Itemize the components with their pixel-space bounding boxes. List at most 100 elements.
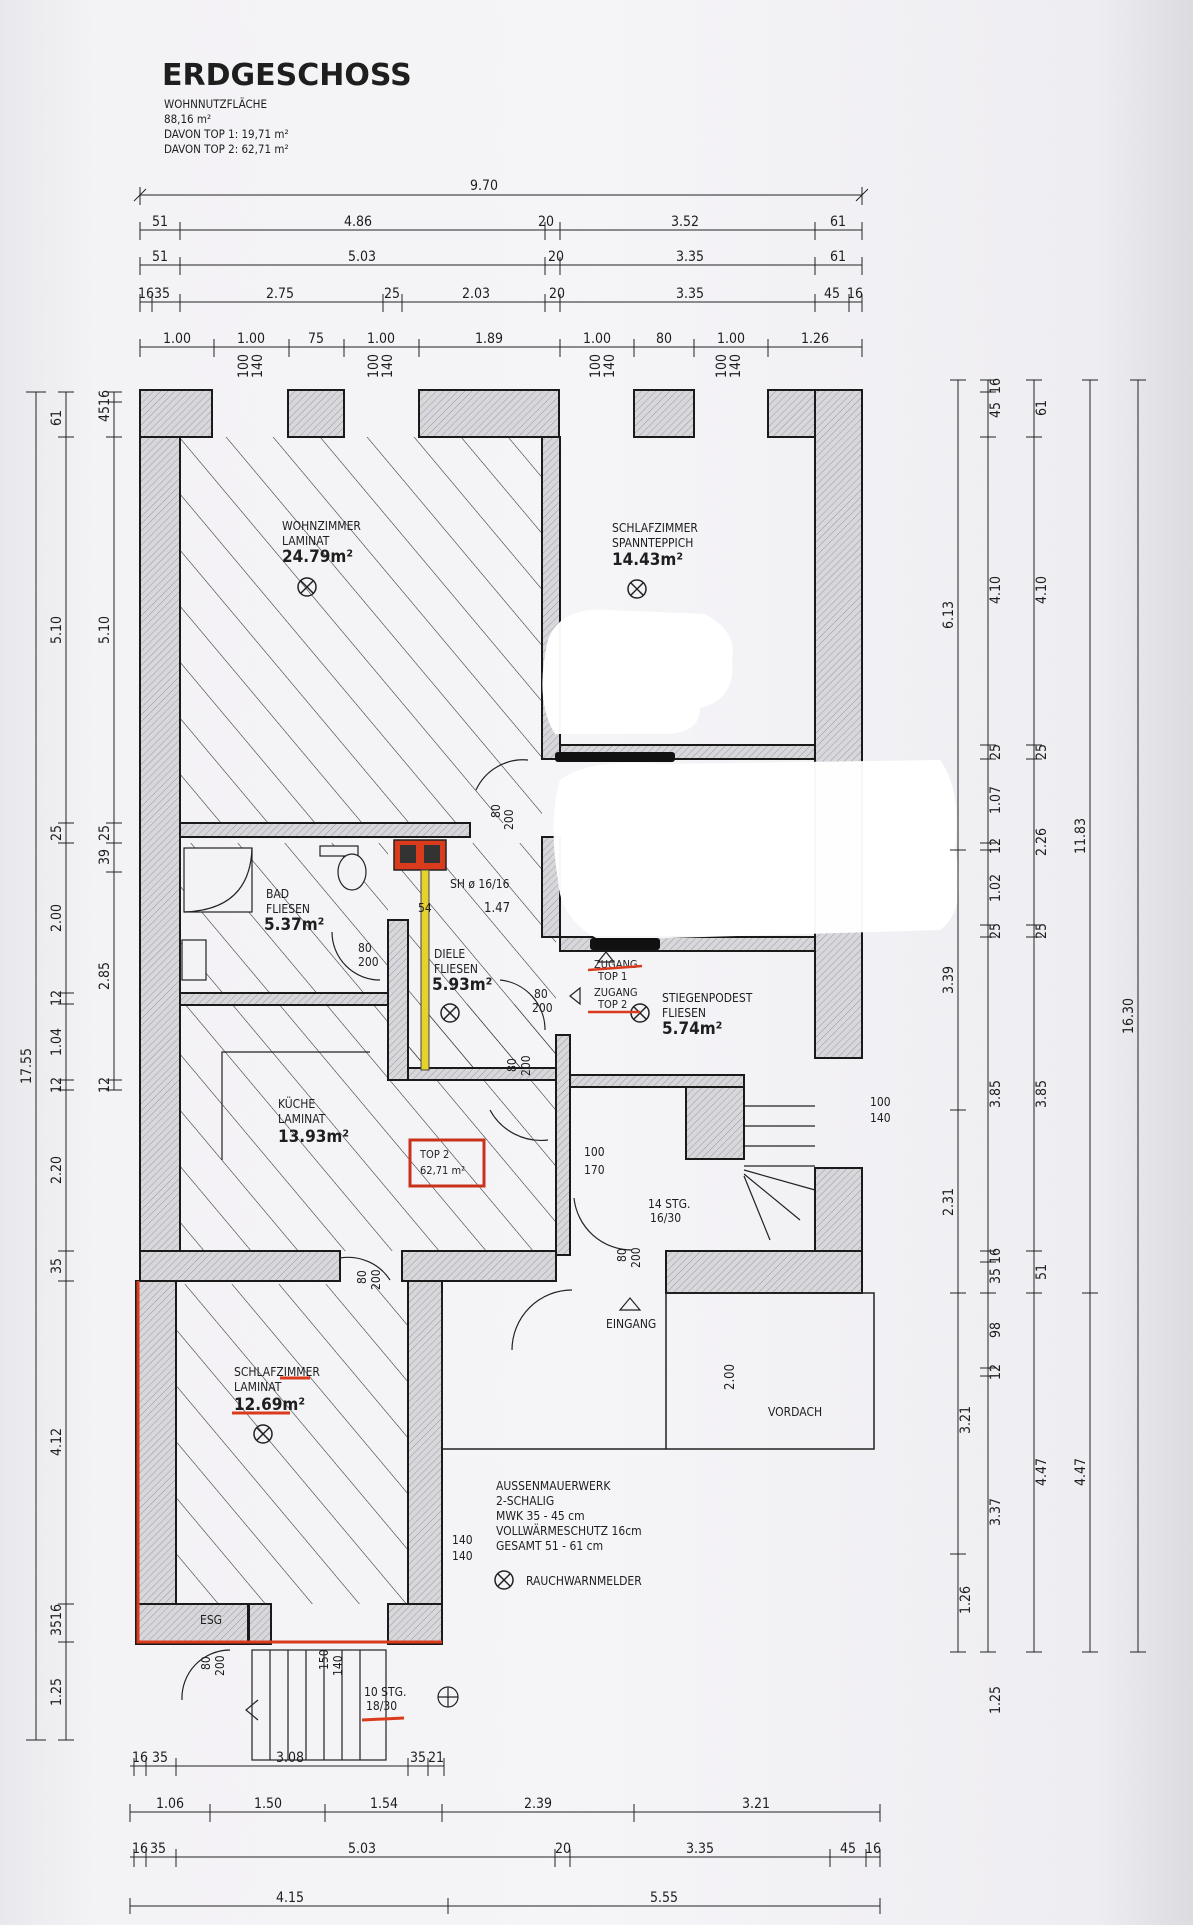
wall-left-exterior — [139, 389, 181, 1275]
dim-label: 51 — [1034, 1264, 1050, 1280]
dim-label: 3.37 — [988, 1498, 1004, 1526]
dimension-chains-left — [26, 391, 122, 1741]
dim-label: 35 — [154, 286, 170, 302]
dim-label: 1.25 — [49, 1678, 65, 1706]
dim-label: 16 — [49, 1604, 65, 1620]
top1-outline — [136, 1281, 442, 1644]
basin-icon — [181, 939, 207, 981]
wall-left-lower — [135, 1280, 177, 1645]
door-dim: 80 — [534, 987, 548, 1001]
room-labels: WOHNZIMMER LAMINAT 24.79m² SCHLAFZIMMER … — [232, 519, 822, 1419]
stair-treads — [743, 1105, 816, 1241]
room-hatching — [176, 437, 556, 1604]
header-line-1: WOHNNUTZFLÄCHE — [164, 96, 267, 111]
wall-bad-kueche — [179, 992, 397, 1006]
dim-label: 61 — [1034, 400, 1050, 416]
dim-label: 2.31 — [941, 1188, 957, 1216]
window-dim: 140 — [602, 354, 618, 378]
dim-label: 45 — [97, 406, 113, 422]
dim-label: 16 — [988, 378, 1004, 394]
dim-label: 20 — [549, 286, 565, 302]
room-name-vordach: VORDACH — [768, 1405, 822, 1419]
room-name-kueche: KÜCHE — [278, 1095, 315, 1111]
wall-bottom-2 — [248, 1603, 272, 1645]
dim-label: 2.20 — [49, 1156, 65, 1184]
cistern — [319, 845, 359, 857]
dim-label: 35 — [49, 1620, 65, 1636]
door-dim: 200 — [358, 955, 379, 969]
wall-stair-top — [569, 1074, 745, 1088]
room-area-wohnzimmer: 24.79m² — [282, 547, 353, 567]
wall-stair-core — [685, 1086, 745, 1160]
door-swing-schlafzimmer — [339, 1256, 391, 1281]
door-dim: 80 — [355, 1270, 369, 1284]
dim-label: 5.03 — [348, 249, 376, 265]
room-area-kueche: 13.93m² — [278, 1127, 349, 1147]
top2-box-title: TOP 2 — [419, 1148, 449, 1161]
dim-label: 25 — [384, 286, 400, 302]
wall-bottom-1 — [135, 1603, 249, 1645]
dimension-labels-bottom: 16 35 3.08 35 21 1.06 1.50 1.54 2.39 3.2… — [132, 1750, 881, 1906]
stairs-arrow-icon — [245, 1699, 259, 1721]
smoke-detector-icon — [627, 579, 647, 599]
note-line-5: GESAMT 51 - 61 cm — [496, 1539, 603, 1553]
wall-kueche-bottom — [139, 1250, 341, 1282]
room-floor-schlafzimmer-bottom: LAMINAT — [234, 1380, 282, 1394]
wall-bottom-3 — [387, 1603, 443, 1645]
dim-label: 3.35 — [686, 1841, 714, 1857]
window-dim: 100 — [366, 354, 382, 378]
dim-label: 5.10 — [97, 616, 113, 644]
dim-label: 2.75 — [266, 286, 294, 302]
dim-label: 35 — [49, 1258, 65, 1274]
dim-label: 75 — [308, 331, 324, 347]
dim-label: 2.00 — [49, 904, 65, 932]
dim-label: 45 — [824, 286, 840, 302]
dim-label: 2.39 — [524, 1796, 552, 1812]
dim-top-total: 9.70 — [470, 178, 498, 194]
smoke-detector-icon — [440, 1003, 460, 1023]
room-area-schlafzimmer-bottom: 12.69m² — [234, 1395, 305, 1415]
dim-label: 35 — [988, 1268, 1004, 1284]
dim-label: 1.00 — [717, 331, 745, 347]
dim-label: 61 — [830, 249, 846, 265]
misc-labels: SH ø 16/16 54 1.47 ZUGANG TOP 1 ZUGANG T… — [200, 877, 690, 1722]
top2-box — [408, 1138, 486, 1188]
dim-label: 12 — [988, 1364, 1004, 1380]
window-dim: 100 — [236, 354, 252, 378]
dim-label: 51 — [152, 214, 168, 230]
dim-label: 12 — [49, 990, 65, 1006]
dim-label: 3.85 — [988, 1080, 1004, 1108]
dim-label: 6.13 — [941, 601, 957, 629]
dim-label: 12 — [988, 838, 1004, 854]
dim-label: 25 — [1034, 923, 1050, 939]
terrace-outline — [441, 1293, 666, 1450]
chimney — [393, 839, 447, 1071]
door-dim: 200 — [519, 1055, 533, 1076]
dim-label: 1.07 — [988, 786, 1004, 814]
dim-label: 16 — [132, 1750, 148, 1766]
dim-label: 98 — [988, 1322, 1004, 1338]
dim-label: 4.47 — [1073, 1458, 1089, 1486]
header-line-2: 88,16 m² — [164, 112, 211, 126]
dim-label: 11.83 — [1073, 818, 1089, 854]
door-dim: 100 — [870, 1095, 891, 1109]
dim-54: 54 — [418, 901, 432, 915]
dim-label: 61 — [830, 214, 846, 230]
dim-label: 3.21 — [742, 1796, 770, 1812]
dim-label: 12 — [49, 1077, 65, 1093]
dim-label: 20 — [538, 214, 554, 230]
dim-label: 2.85 — [97, 962, 113, 990]
room-floor-wohnzimmer: LAMINAT — [282, 534, 330, 548]
walls — [135, 389, 863, 1645]
wall-bad-diele — [387, 919, 409, 1081]
esg-label: ESG — [200, 1613, 222, 1627]
kitchen-counter — [221, 1051, 370, 1160]
wall-top-3 — [418, 389, 560, 438]
black-marks — [555, 752, 675, 950]
wall-top-2 — [287, 389, 345, 438]
stairs-ext-ratio: 18/30 — [366, 1699, 397, 1713]
room-name-bad: BAD — [266, 887, 289, 901]
door-dim: 150 — [317, 1649, 331, 1670]
room-area-diele: 5.93m² — [432, 975, 492, 995]
